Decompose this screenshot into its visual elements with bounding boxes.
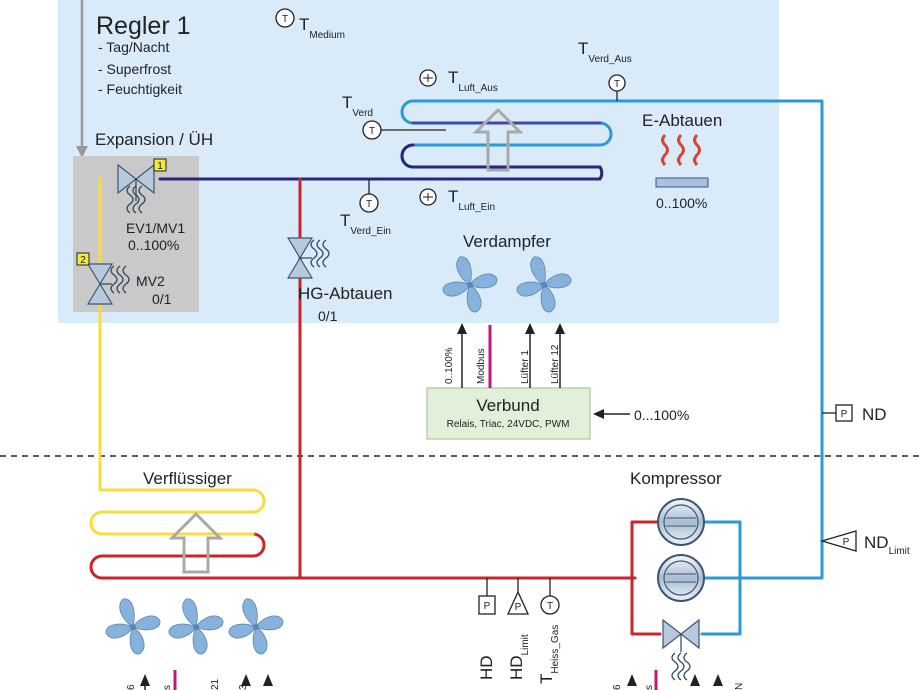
t-luft-aus-label: TLuft_Aus — [448, 68, 498, 94]
verbund-box — [426, 387, 591, 440]
verfluessiger-signal: 21 — [210, 678, 221, 690]
svg-text:T: T — [282, 14, 288, 25]
temperature-sensor-icon: T — [608, 74, 626, 101]
hg-abtauen-label: HG-Abtauen — [298, 284, 393, 303]
verdampfer-signal: Lüfter 1 — [520, 350, 531, 384]
svg-text:P: P — [843, 537, 850, 548]
arrow-left-icon — [593, 409, 604, 419]
pressure-switch-icon: P — [819, 530, 857, 552]
svg-text:T: T — [614, 79, 620, 90]
controller-feature: - Superfrost — [98, 61, 171, 77]
arrow-up-icon — [713, 674, 723, 686]
verfluessiger-label: Verflüssiger — [143, 469, 232, 488]
verdampfer-signal: 0..100% — [444, 347, 455, 384]
temperature-sensor-icon: T — [275, 8, 295, 28]
t-heiss-gas-label: THeiss_Gas — [537, 625, 561, 684]
condenser-coil — [89, 532, 266, 580]
svg-text:T: T — [369, 126, 375, 137]
verbund-input: 0...100% — [634, 407, 689, 423]
arrow-up-icon — [525, 323, 535, 334]
verbund-title: Verbund — [476, 396, 539, 415]
kompressor-signal: 6 — [612, 684, 623, 690]
solenoid-valve-icon — [87, 263, 130, 305]
temperature-sensor-icon: T — [362, 120, 446, 140]
expansion-valve-icon — [117, 164, 155, 214]
verfluessiger-signal: s — [162, 685, 173, 690]
suction-line — [608, 99, 824, 580]
temperature-sensor-icon: T — [540, 578, 560, 615]
arrow-up-icon — [627, 674, 637, 686]
verfluessiger-signal: 6 — [126, 684, 137, 690]
svg-text:T: T — [366, 199, 372, 210]
e-abtauen-range: 0..100% — [656, 195, 707, 211]
arrow-up-icon — [168, 511, 224, 574]
arrow-up-icon — [241, 674, 251, 686]
svg-text:1: 1 — [157, 161, 163, 172]
kompressor-signal: N — [734, 683, 745, 690]
compressor-icon — [657, 554, 705, 602]
fan-icon — [228, 598, 284, 655]
pressure-sensor-icon: P — [478, 578, 496, 615]
t-verd-aus-label: TVerd_Aus — [578, 39, 632, 65]
arrow-up-icon — [555, 323, 565, 334]
fan-icon — [168, 598, 224, 655]
verdampfer-label: Verdampfer — [463, 232, 551, 251]
temperature-sensor-icon: T — [359, 179, 379, 213]
svg-text:P: P — [841, 409, 848, 420]
verdampfer-signal: Modbus — [476, 348, 487, 384]
svg-text:2: 2 — [80, 255, 86, 266]
svg-text:T: T — [547, 601, 553, 612]
verbund-subtitle: Relais, Triac, 24VDC, PWM — [447, 419, 570, 430]
t-medium-label: TMedium — [299, 15, 345, 41]
controller-title: Regler 1 — [96, 12, 191, 40]
hd-label: HD — [477, 655, 496, 680]
expansion-title: Expansion / ÜH — [95, 130, 213, 149]
arrow-up-icon — [690, 674, 700, 686]
ev1-label: EV1/MV1 — [126, 220, 185, 236]
verdampfer-signal: Lüfter 12 — [550, 344, 561, 384]
temperature-sensor-icon — [419, 188, 437, 206]
controller-feature: - Feuchtigkeit — [98, 81, 182, 97]
nd-limit-label: NDLimit — [864, 533, 910, 557]
t-verd-label: TVerd — [342, 93, 373, 119]
pressure-sensor-icon: P — [822, 404, 853, 422]
fan-icon — [105, 598, 161, 655]
kompressor-signal: s — [644, 685, 655, 690]
ev1-range: 0..100% — [128, 237, 179, 253]
mv2-label: MV2 — [136, 273, 165, 289]
compressor-valve-icon — [662, 619, 700, 681]
arrow-up-icon — [472, 107, 524, 172]
mv2-range: 0/1 — [152, 291, 172, 307]
kompressor-label: Kompressor — [630, 469, 722, 488]
nd-label: ND — [862, 405, 887, 424]
svg-text:P: P — [484, 601, 491, 612]
pressure-switch-icon: P — [506, 578, 530, 615]
compressor-icon — [657, 498, 705, 546]
hd-limit-label: HDLimit — [507, 634, 531, 680]
t-luft-ein-label: TLuft_Ein — [448, 187, 495, 213]
controller-feature: - Tag/Nacht — [98, 39, 169, 55]
hg-abtauen-range: 0/1 — [318, 308, 338, 324]
arrow-up-icon — [140, 674, 150, 686]
verfluessiger-signal: 3 — [238, 684, 249, 690]
hot-gas-valve-icon — [287, 237, 330, 279]
t-verd-ein-label: TVerd_Ein — [340, 211, 391, 237]
arrow-up-icon — [263, 674, 273, 686]
e-abtauen-label: E-Abtauen — [642, 111, 722, 130]
arrow-up-icon — [457, 323, 467, 334]
heater-icon — [655, 133, 709, 188]
svg-text:P: P — [515, 602, 522, 613]
temperature-sensor-icon — [419, 69, 437, 87]
